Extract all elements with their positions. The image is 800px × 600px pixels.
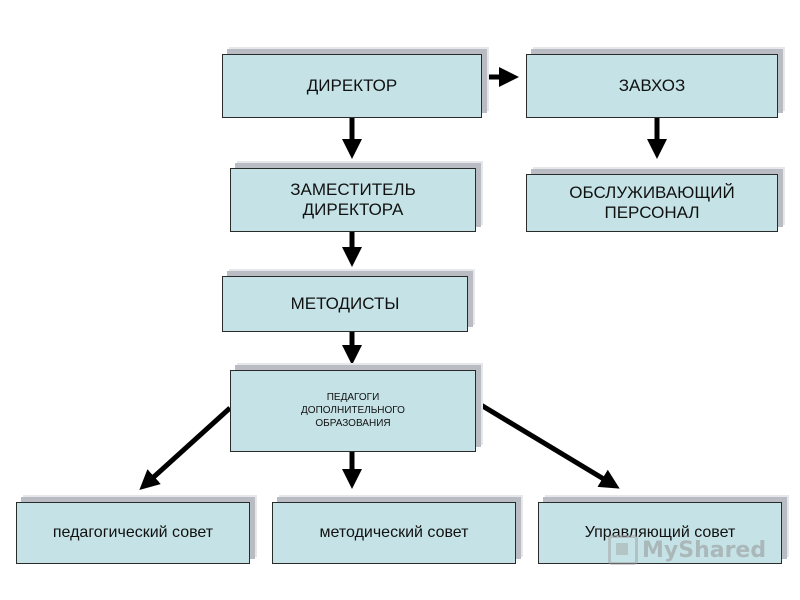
node-teachers-label: ПЕДАГОГИ ДОПОЛНИТЕЛЬНОГО ОБРАЗОВАНИЯ (301, 392, 405, 429)
node-ped-council-label: педагогический совет (52, 523, 214, 541)
node-director-label: ДИРЕКТОР (306, 76, 398, 96)
node-zavhoz: ЗАВХОЗ (526, 54, 778, 118)
node-deputy-label: ЗАМЕСТИТЕЛЬ ДИРЕКТОРА (290, 180, 416, 219)
node-methodists-label: МЕТОДИСТЫ (290, 294, 400, 314)
node-service-staff: ОБСЛУЖИВАЮЩИЙ ПЕРСОНАЛ (526, 174, 778, 232)
node-methodists: МЕТОДИСТЫ (222, 276, 468, 332)
arrow-teachers-to-ped-council (139, 406, 232, 491)
node-ped-council: педагогический совет (16, 502, 250, 564)
node-director: ДИРЕКТОР (222, 54, 482, 118)
myshared-logo-icon (608, 535, 638, 565)
watermark-text: MyShared (642, 537, 767, 563)
node-deputy: ЗАМЕСТИТЕЛЬ ДИРЕКТОРА (230, 168, 476, 232)
watermark: MyShared (608, 535, 766, 565)
node-service-staff-label: ОБСЛУЖИВАЮЩИЙ ПЕРСОНАЛ (569, 183, 735, 222)
node-teachers: ПЕДАГОГИ ДОПОЛНИТЕЛЬНОГО ОБРАЗОВАНИЯ (230, 370, 476, 452)
node-method-council-label: методический совет (319, 523, 469, 541)
node-method-council: методический совет (272, 502, 516, 564)
node-zavhoz-label: ЗАВХОЗ (618, 76, 686, 96)
arrow-teachers-to-governing-council (474, 399, 620, 489)
